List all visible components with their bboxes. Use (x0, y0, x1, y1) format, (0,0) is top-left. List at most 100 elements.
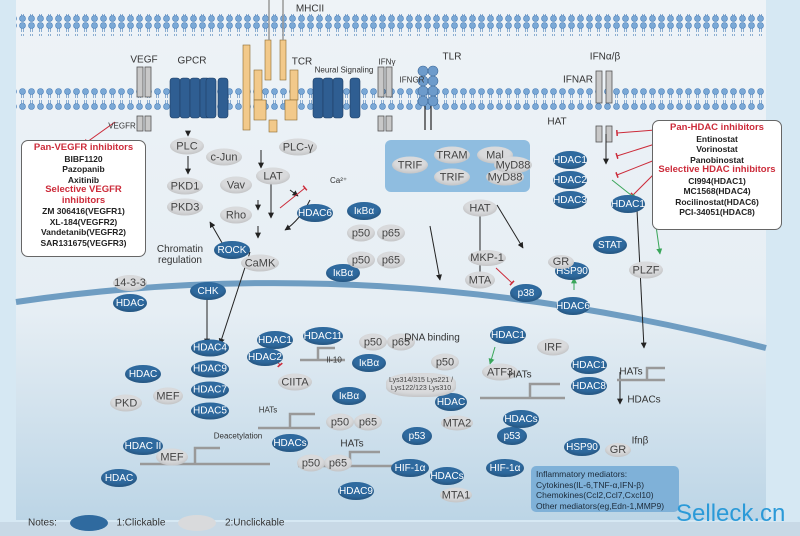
node-hdac6-tlr[interactable]: HDAC6 (297, 204, 333, 222)
vegfr-item: ZM 306416(VEGFR1) (42, 206, 125, 216)
legend-label: Notes: (28, 517, 57, 529)
ifng-label: IFNγ (378, 57, 396, 67)
node-stat[interactable]: STAT (593, 236, 627, 254)
node-hdac1-irf[interactable]: HDAC1 (571, 356, 607, 374)
node-pkd: PKD (110, 394, 142, 412)
node-tram: TRAM (434, 146, 470, 164)
node-hdac1-atf3[interactable]: HDAC1 (490, 326, 526, 344)
node-ikba1[interactable]: IκBα (347, 202, 381, 220)
hdac-inhibitor-item: CI994(HDAC1) (688, 175, 746, 186)
hdac-inhibitor-item: Panobinostat (690, 154, 744, 165)
node-p50c: p50 (359, 333, 387, 351)
inflammatory-line: Other mediators(eg,Edn-1,MMP9) (536, 500, 665, 511)
node-plcg: PLC-γ (279, 138, 317, 156)
hats-label: HATs (340, 438, 364, 450)
node-hdac2-ifnar[interactable]: HDAC2 (553, 171, 587, 189)
deacetylation-label: Deacetylation (213, 431, 263, 441)
hdac-inhibitor-item: Entinostat (696, 133, 738, 144)
node-hdac-1433[interactable]: HDAC (113, 294, 147, 312)
node-p53a[interactable]: p53 (402, 427, 432, 445)
node-mkp1: MKP-1 (468, 250, 506, 266)
node-mta2: MTA2 (441, 415, 473, 431)
node-mta: MTA (465, 271, 495, 289)
vegfr-item: SAR131675(VEGFR3) (40, 237, 127, 248)
node-p50a: p50 (347, 224, 375, 242)
node-hdac7[interactable]: HDAC7 (191, 381, 229, 399)
node-hdac1-ifnar[interactable]: HDAC1 (553, 151, 587, 169)
node-p50e: p50 (326, 413, 354, 431)
node-lat: LAT (256, 167, 290, 185)
gpcr-label: GPCR (177, 55, 207, 67)
node-p50d: p50 (431, 353, 459, 371)
node-hdac1-ciita[interactable]: HDAC1 (257, 331, 293, 349)
calcium-label: Ca²⁺ (330, 176, 348, 185)
node-p65e: p65 (354, 413, 382, 431)
node-p53b[interactable]: p53 (497, 427, 527, 445)
node-p38[interactable]: p38 (510, 284, 542, 302)
inflammatory-line: Cytokines(IL-6,TNF-α,IFN-β) (536, 479, 645, 490)
node-chk[interactable]: CHK (190, 282, 226, 300)
node-hif1a-b[interactable]: HIF-1α (486, 459, 524, 477)
vegfr-label: VEGFR (108, 121, 136, 131)
node-cjun: c-Jun (206, 148, 242, 166)
node-hdac11[interactable]: HDAC11 (303, 327, 343, 345)
legend-clickable-text: 1:Clickable (116, 517, 166, 529)
selective-vegfr-title: Selective VEGFR inhibitors (45, 184, 122, 206)
node-irf: IRF (537, 338, 569, 356)
selective-hdac-title: Selective HDAC inhibitors (658, 164, 776, 175)
node-hsp90b[interactable]: HSP90 (564, 438, 600, 456)
node-gr2: GR (605, 443, 631, 457)
node-hdac9b[interactable]: HDAC9 (338, 482, 374, 500)
node-trif1: TRIF (392, 156, 428, 174)
node-p65f: p65 (324, 454, 352, 472)
node-hdac4[interactable]: HDAC4 (191, 339, 229, 357)
node-hdac-mta2[interactable]: HDAC (435, 393, 467, 411)
node-myd88b: MyD88 (494, 156, 532, 174)
node-hdac3[interactable]: HDAC3 (553, 191, 587, 209)
node-hdac9a[interactable]: HDAC9 (191, 360, 229, 378)
vegfr-item: BIBF1120 (64, 153, 103, 164)
hat-arrow-label: HAT (547, 116, 567, 128)
node-hdac-p[interactable]: HDAC (125, 365, 161, 383)
pan-vegfr-title: Pan-VEGFR inhibitors (33, 142, 134, 153)
inflammatory-line: Chemokines(Ccl2,Ccl7,Cxcl10) (536, 490, 654, 500)
node-ikba2[interactable]: IκBα (326, 264, 360, 282)
node-hdacs-ciita[interactable]: HDACs (272, 434, 308, 452)
node-vav: Vav (220, 176, 252, 194)
vegfr-item: XL-184(VEGFR2) (49, 216, 118, 227)
node-atf3: ATF3 (482, 363, 518, 381)
node-ikba3[interactable]: IκBα (352, 354, 386, 372)
inflammatory-mediators-box: Inflammatory mediators: Cytokines(IL-6,T… (531, 466, 679, 512)
hats-label: HATs (508, 369, 532, 381)
node-hdac8[interactable]: HDAC8 (571, 377, 607, 395)
legend: Notes: 1:Clickable 2:Unclickable (28, 515, 284, 531)
node-hdacs-mta1[interactable]: HDACs (430, 467, 464, 485)
node-hdac2-ciita[interactable]: HDAC2 (247, 348, 283, 366)
vegfr-inhibitors-box: Pan-VEGFR inhibitors BIBF1120 Pazopanib … (21, 140, 146, 257)
node-p65b: p65 (377, 251, 405, 269)
node-hdac5[interactable]: HDAC5 (191, 402, 229, 420)
node-ikba4[interactable]: IκBα (332, 387, 366, 405)
node-hdac1-plzf[interactable]: HDAC1 (611, 195, 645, 213)
node-p50f: p50 (297, 454, 325, 472)
node-plzf: PLZF (629, 261, 663, 279)
vegfr-item: Vandetanib(VEGFR2) (40, 227, 126, 237)
node-rock[interactable]: ROCK (214, 241, 250, 259)
node-hat: HAT (463, 199, 497, 217)
pan-hdac-title: Pan-HDAC inhibitors (670, 122, 764, 133)
node-gr1: GR (548, 255, 574, 269)
tlr-label: TLR (442, 51, 462, 63)
node-hdac-ii[interactable]: HDAC II (123, 437, 163, 455)
node-p65c: p65 (387, 333, 415, 351)
ifngr-label: IFNGR (399, 75, 425, 85)
node-mef1: MEF (153, 387, 183, 405)
node-hif1a-a[interactable]: HIF-1α (391, 459, 429, 477)
ifnb-label: Ifnβ (631, 435, 649, 447)
node-hdac-bottom[interactable]: HDAC (101, 469, 137, 487)
legend-clickable-swatch (69, 515, 108, 531)
node-hdac6b[interactable]: HDAC6 (556, 297, 590, 315)
node-hdacs-atf3[interactable]: HDACs (503, 410, 539, 428)
node-mef2: MEF (156, 448, 188, 466)
brand-logo: Selleck.cn (676, 500, 786, 527)
